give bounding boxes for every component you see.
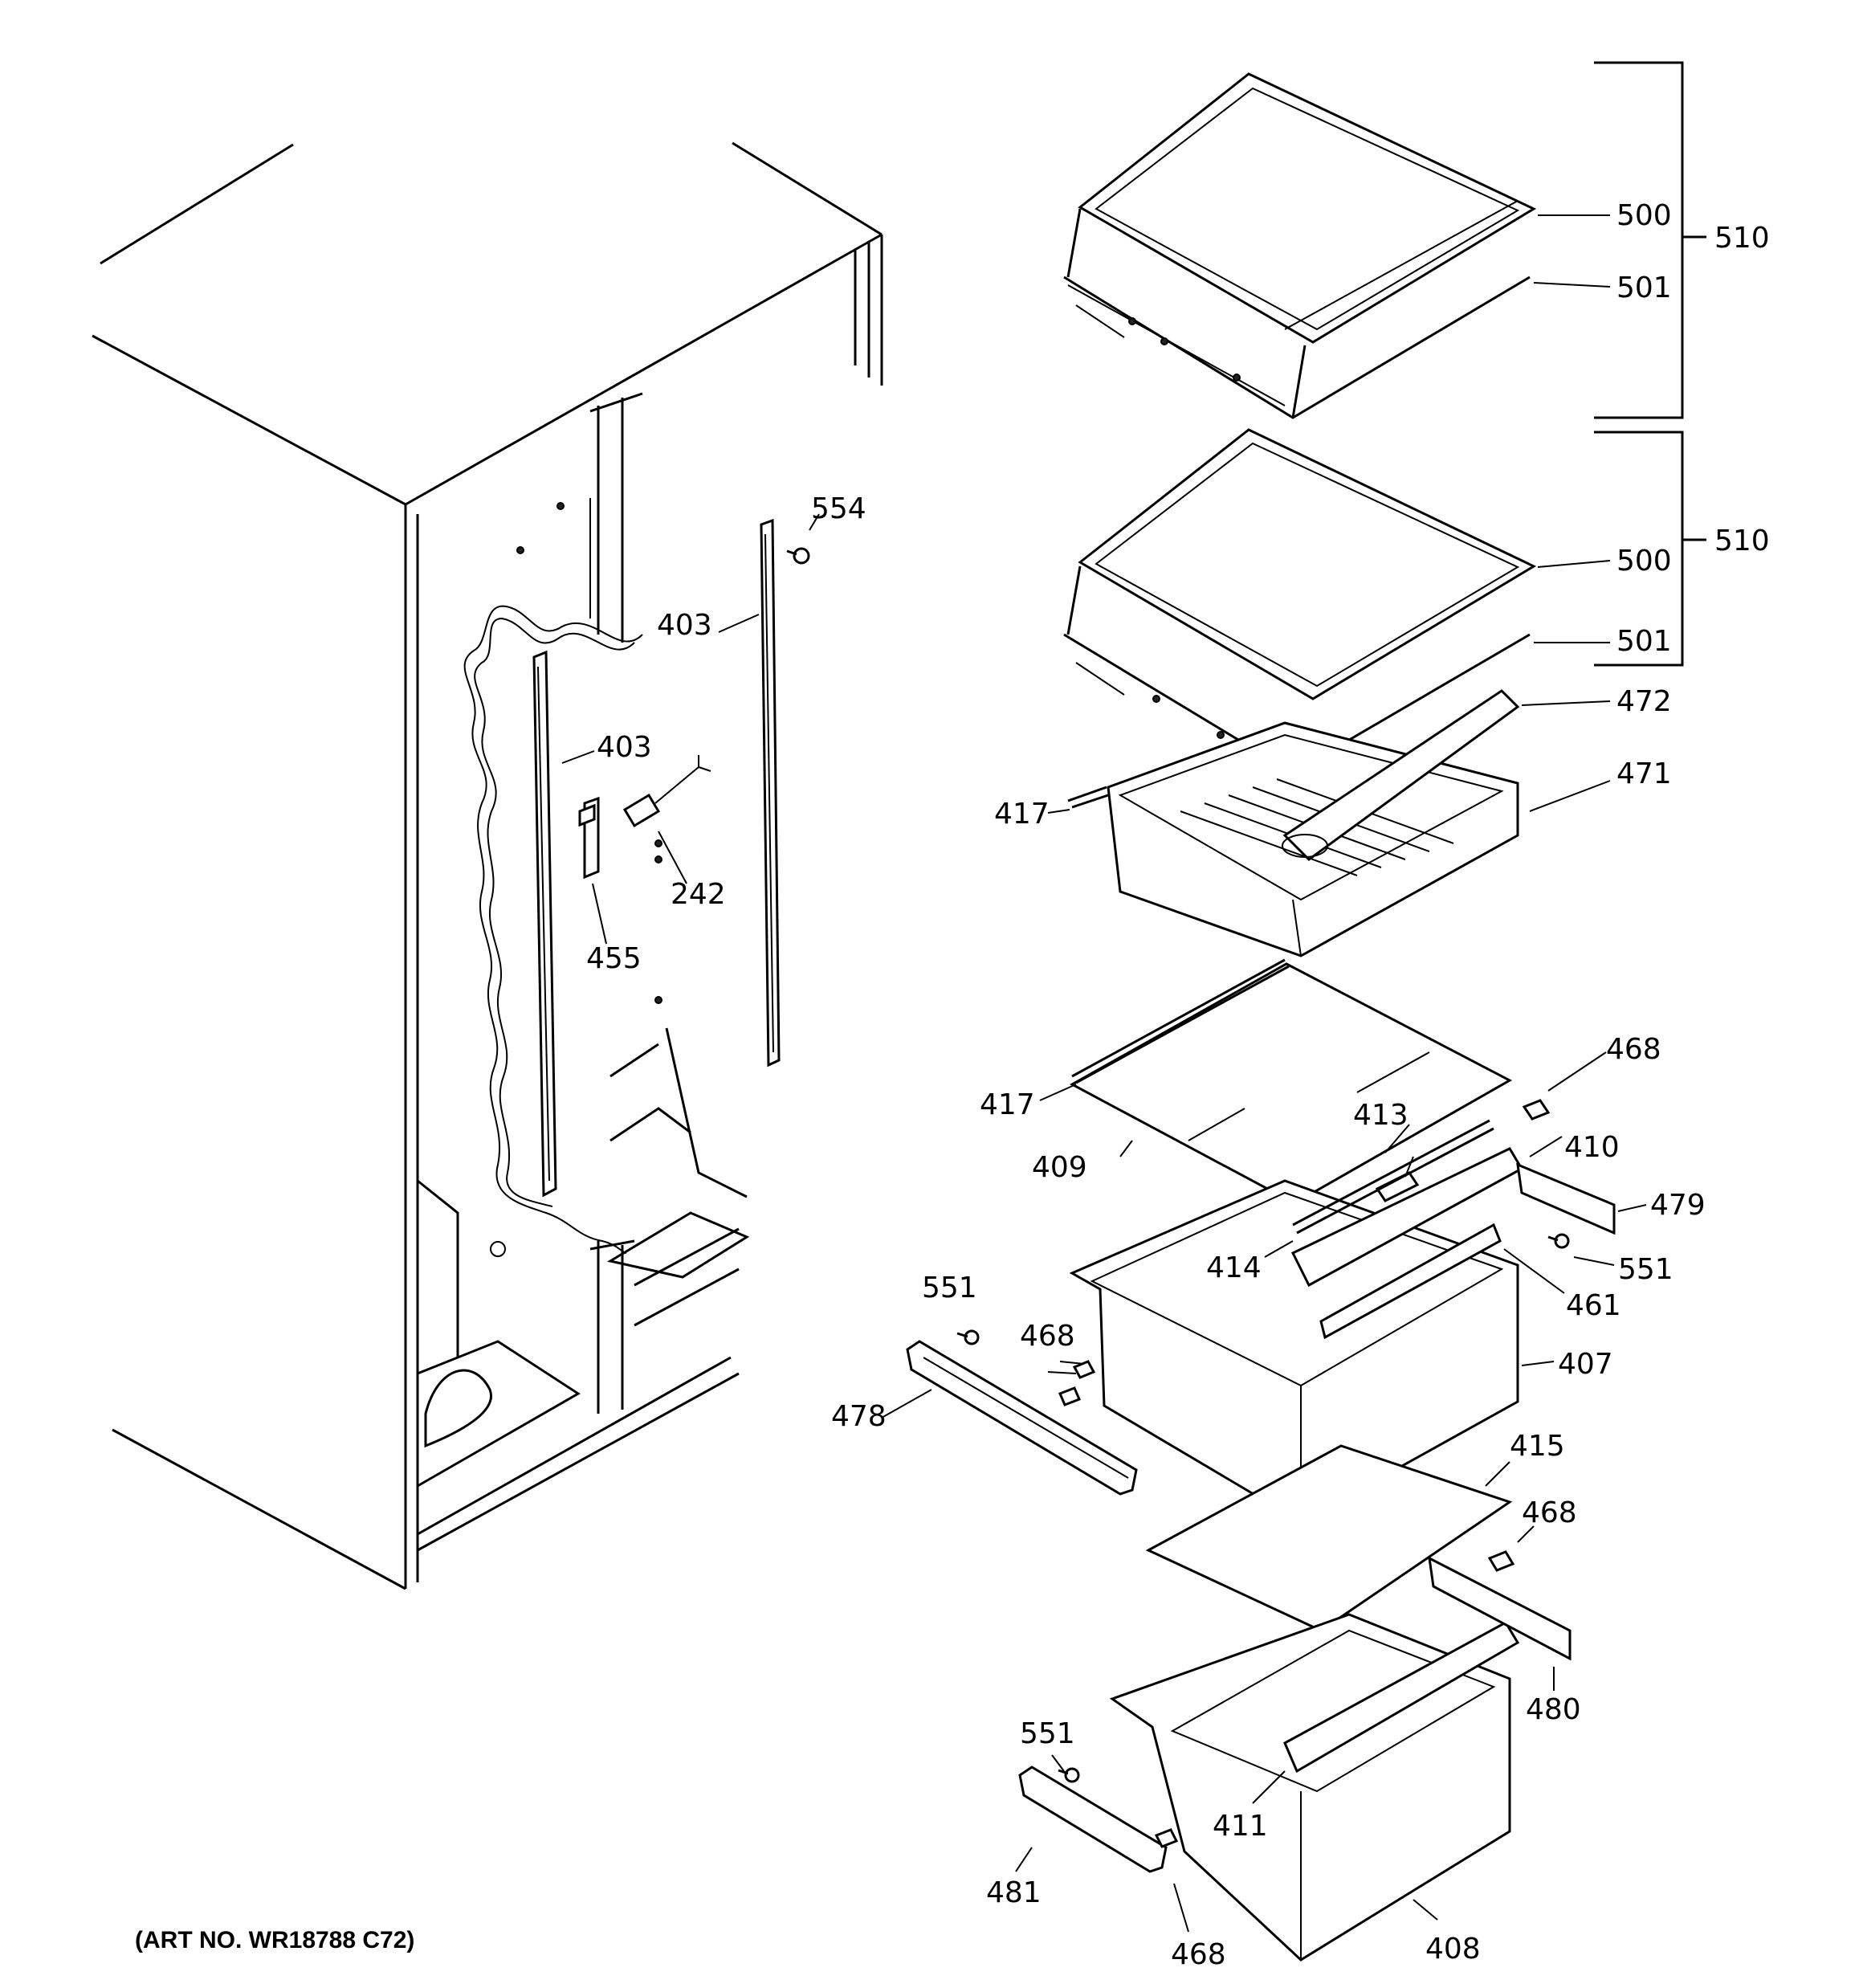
slide-rail-481 xyxy=(1018,1766,1168,1873)
callout-480: 480 xyxy=(1526,1693,1581,1726)
slide-cap-468-right-lower xyxy=(1487,1550,1515,1572)
thermistor-242 xyxy=(622,755,711,828)
callout-554: 554 xyxy=(811,492,866,525)
sensor-455 xyxy=(578,796,600,880)
callout-242: 242 xyxy=(671,878,726,911)
callout-409: 409 xyxy=(1032,1151,1087,1184)
callout-471: 471 xyxy=(1616,757,1672,790)
shelf-frame-500-second xyxy=(1078,428,1537,700)
callout-479: 479 xyxy=(1650,1189,1706,1222)
slide-rail-478 xyxy=(906,1340,1138,1496)
shelf-ladder-rail-right xyxy=(760,518,781,1067)
screw-554 xyxy=(786,547,810,565)
pan-cover-472 xyxy=(1282,689,1520,861)
callout-551-left-lower: 551 xyxy=(1020,1717,1075,1750)
callout-408: 408 xyxy=(1425,1933,1481,1966)
callout-551-right: 551 xyxy=(1618,1253,1673,1286)
callout-468-top-right: 468 xyxy=(1606,1033,1661,1066)
callout-455: 455 xyxy=(586,942,642,975)
callout-478: 478 xyxy=(831,1400,887,1433)
glass-cover-409 xyxy=(1069,962,1513,1205)
slide-rail-480 xyxy=(1428,1556,1572,1661)
callout-500-second: 500 xyxy=(1616,545,1672,578)
art-number: (ART NO. WR18788 C72) xyxy=(135,1927,414,1953)
slide-cap-468-right-upper xyxy=(1522,1099,1551,1121)
callout-403-left: 403 xyxy=(597,731,652,764)
pan-cover-461 xyxy=(1319,1223,1502,1340)
glass-cover-415 xyxy=(1145,1444,1513,1632)
callout-410: 410 xyxy=(1564,1131,1620,1164)
refrigerator-cabinet xyxy=(92,141,883,1590)
callout-414: 414 xyxy=(1206,1251,1262,1284)
callout-510-top: 510 xyxy=(1714,222,1770,255)
slide-rod-417-top xyxy=(1067,786,1109,809)
slide-rail-479 xyxy=(1516,1162,1616,1235)
callout-481: 481 xyxy=(986,1876,1042,1909)
callout-468-bottom: 468 xyxy=(1171,1938,1226,1971)
screw-551-left-lower xyxy=(1058,1767,1080,1783)
screw-551-left-upper xyxy=(956,1329,980,1345)
callout-403-right: 403 xyxy=(657,609,712,642)
pan-cover-411 xyxy=(1283,1620,1520,1774)
callout-501-second: 501 xyxy=(1616,625,1672,658)
callout-461: 461 xyxy=(1566,1289,1621,1322)
callout-501-top: 501 xyxy=(1616,271,1672,304)
slide-cap-468-left-lower xyxy=(1154,1828,1179,1848)
callout-472: 472 xyxy=(1616,685,1672,718)
leader-lines xyxy=(561,214,1647,1933)
callout-411: 411 xyxy=(1213,1810,1268,1843)
slide-rod-417-lower xyxy=(1071,958,1290,1084)
group-bracket-510-second xyxy=(1594,431,1706,667)
slide-caps-468-left xyxy=(1058,1360,1096,1406)
callout-468-left: 468 xyxy=(1020,1320,1075,1353)
callout-407: 407 xyxy=(1558,1348,1613,1381)
callout-413: 413 xyxy=(1353,1099,1408,1132)
screw-551-right xyxy=(1547,1233,1570,1249)
callout-417-upper: 417 xyxy=(994,798,1050,831)
divider-414 xyxy=(1292,1119,1494,1235)
callout-415: 415 xyxy=(1510,1430,1565,1463)
callout-500-top: 500 xyxy=(1616,199,1672,232)
shelf-frame-500-top xyxy=(1078,72,1537,344)
callout-510-second: 510 xyxy=(1714,525,1770,557)
callout-417-lower: 417 xyxy=(980,1088,1035,1121)
group-bracket-510-top xyxy=(1594,61,1706,419)
callout-468-right-lower: 468 xyxy=(1522,1496,1577,1529)
shelf-ladder-rail-left xyxy=(532,650,557,1198)
shelf-support-501-top xyxy=(1063,208,1531,419)
callout-551-left-upper: 551 xyxy=(922,1272,977,1304)
